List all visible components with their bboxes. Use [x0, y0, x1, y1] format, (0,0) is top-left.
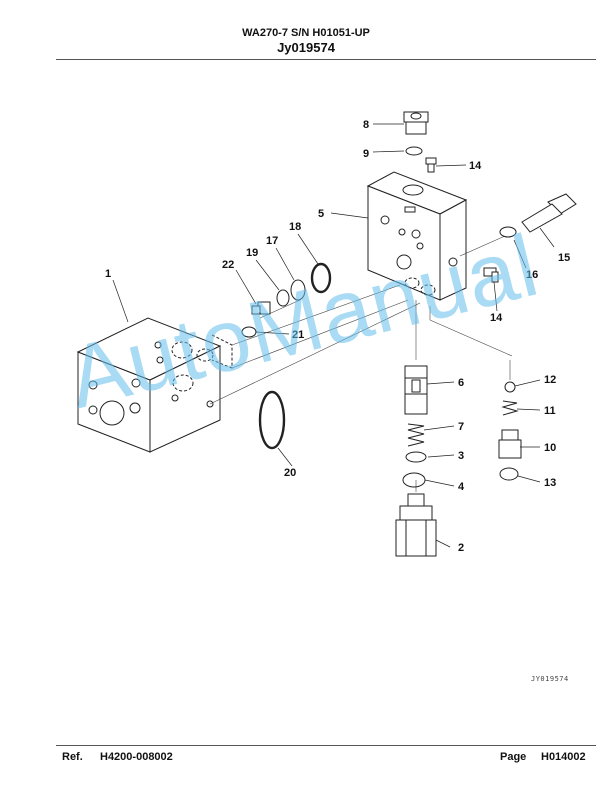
leader-lines	[112, 123, 555, 548]
centre-lines	[209, 235, 513, 492]
part-14-plug-lower	[483, 267, 499, 283]
part-6-spool	[404, 365, 428, 415]
callout-13: 13	[544, 477, 556, 489]
callout-5: 5	[318, 208, 324, 220]
part-18-o-ring	[310, 262, 332, 294]
part-12-ball	[504, 381, 516, 393]
callout-labels: 1 2 3 4 5 6 7 8 9 10 11 12 13 14 14 15 1…	[105, 119, 570, 554]
callout-10: 10	[544, 442, 556, 454]
callout-1: 1	[105, 268, 111, 280]
callout-18: 18	[289, 221, 301, 233]
part-9-o-ring	[405, 146, 423, 156]
callout-2: 2	[458, 542, 464, 554]
part-7-spring	[407, 423, 425, 447]
part-4-o-ring	[402, 472, 426, 488]
part-5-valve-block	[366, 171, 468, 301]
part-13-o-ring	[499, 467, 519, 481]
part-10-valve	[498, 429, 522, 459]
ref-value: H4200-008002	[100, 751, 173, 763]
part-2-cap	[395, 493, 437, 557]
part-3-o-ring	[405, 451, 427, 463]
part-8-plug	[403, 111, 429, 135]
callout-17: 17	[266, 235, 278, 247]
model-line: WA270-7 S/N H01051-UP	[242, 27, 370, 39]
header: WA270-7 S/N H01051-UP Jy019574	[0, 26, 612, 56]
figure-code: Jy019574	[277, 40, 335, 55]
part-17-backup-ring	[290, 279, 306, 301]
callout-14-upper: 14	[469, 160, 482, 172]
callout-16: 16	[526, 269, 538, 281]
callout-4: 4	[458, 481, 465, 493]
part-11-spring	[501, 400, 519, 416]
callout-21: 21	[292, 329, 304, 341]
callout-15: 15	[558, 252, 570, 264]
ref-label: Ref.	[62, 751, 83, 763]
part-20-o-ring	[258, 390, 286, 450]
part-14-plug-upper	[425, 157, 437, 173]
callout-6: 6	[458, 377, 464, 389]
callout-3: 3	[458, 450, 464, 462]
page-value: H014002	[541, 751, 586, 763]
part-15-bolt	[521, 193, 577, 233]
callout-9: 9	[363, 148, 369, 160]
part-22-plug	[251, 301, 271, 315]
page-label: Page	[500, 751, 527, 763]
part-16-washer	[499, 226, 517, 238]
callout-12: 12	[544, 374, 556, 386]
callout-19: 19	[246, 247, 258, 259]
callout-22: 22	[222, 259, 234, 271]
footer-divider	[56, 745, 596, 746]
part-19-ring	[276, 289, 290, 307]
callout-20: 20	[284, 467, 296, 479]
part-1-valve-body	[76, 317, 233, 453]
header-divider	[56, 59, 596, 60]
callout-7: 7	[458, 421, 464, 433]
callout-14-lower: 14	[490, 312, 503, 324]
drawing-code: JY019574	[531, 675, 569, 683]
callout-11: 11	[544, 405, 556, 417]
callout-8: 8	[363, 119, 369, 131]
